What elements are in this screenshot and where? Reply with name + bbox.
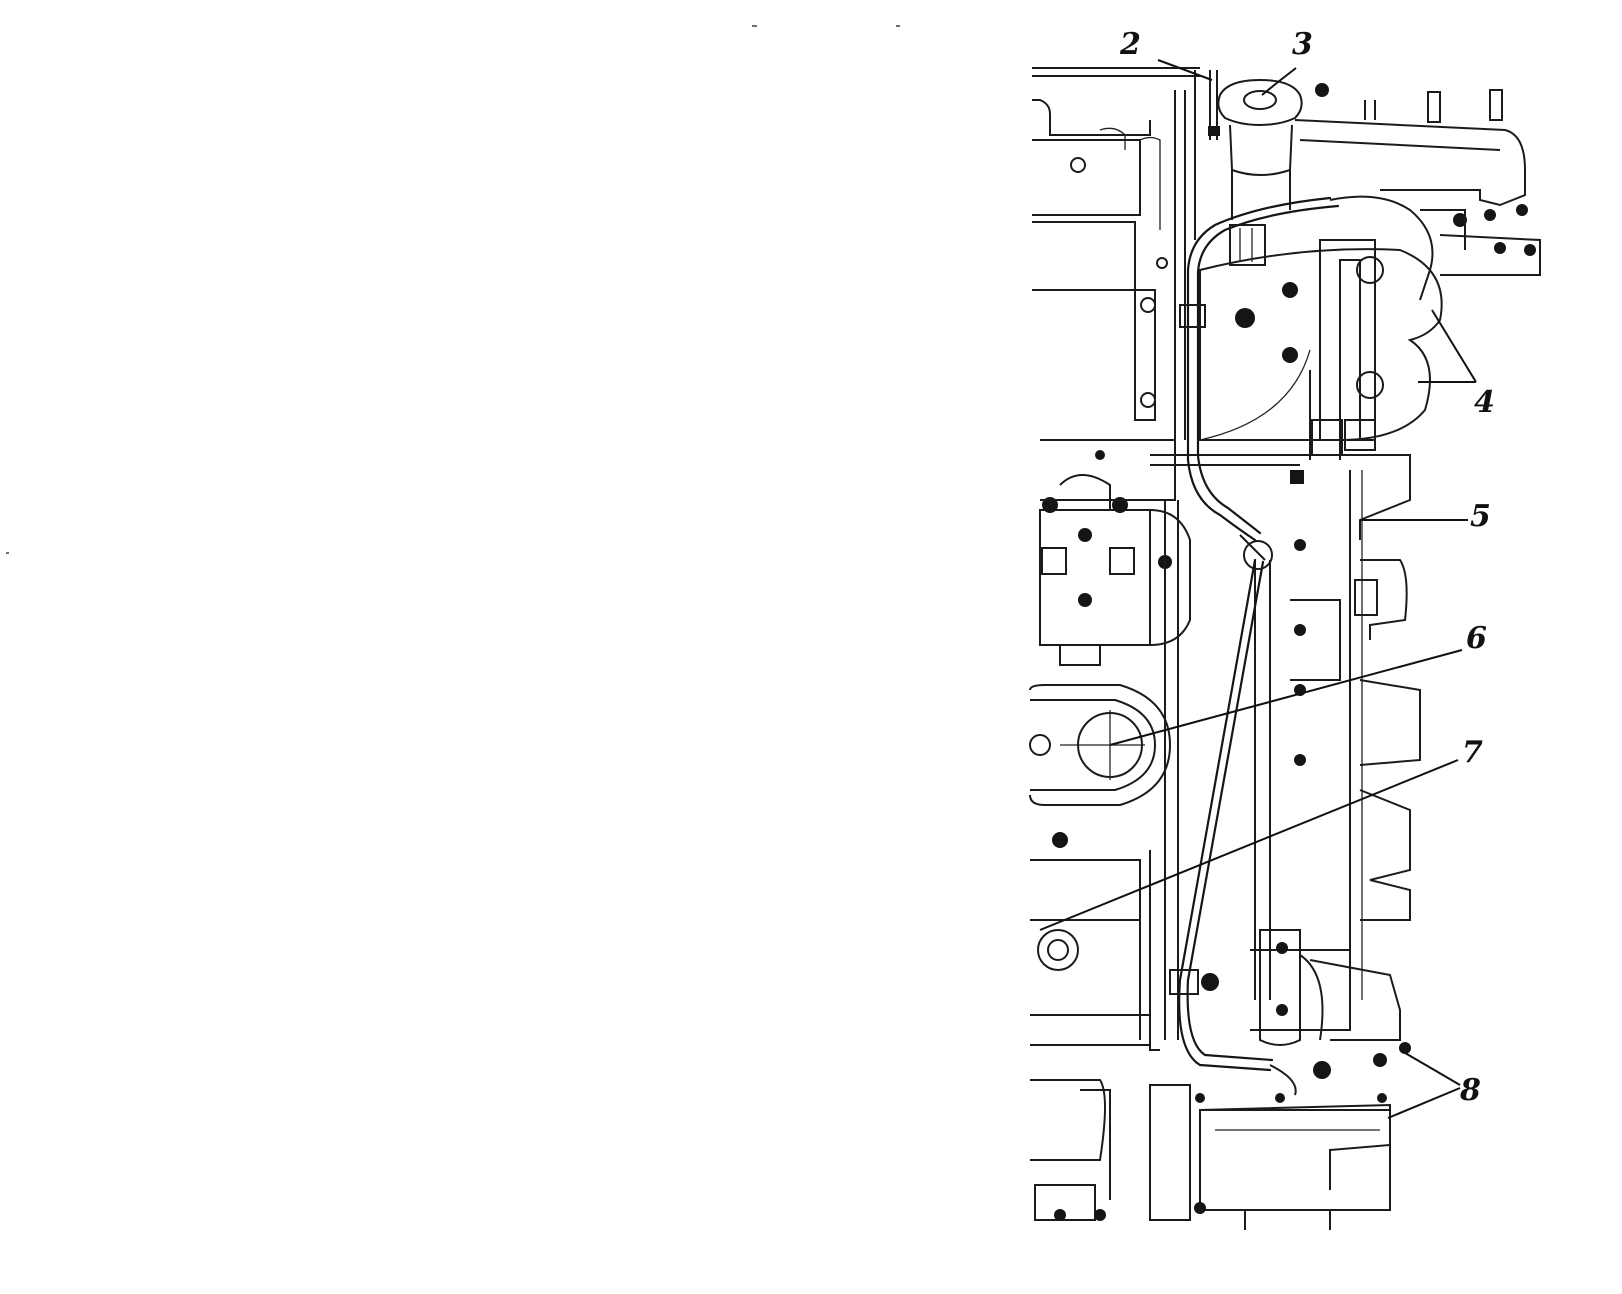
right-flanges xyxy=(1250,454,1421,1031)
lower-bracket xyxy=(1259,929,1401,1096)
callout-3: 3 xyxy=(1292,27,1313,62)
fuel-filter-housings xyxy=(1199,195,1443,460)
leader-lines xyxy=(1039,59,1477,1119)
engine-block-left xyxy=(1032,67,1200,440)
pump-housing xyxy=(1039,439,1191,666)
oil-pan xyxy=(1149,1042,1411,1230)
filler-cap-assembly xyxy=(1208,70,1329,220)
callout-5: 5 xyxy=(1470,499,1491,534)
callout-2: 2 xyxy=(1120,27,1141,62)
lower-left-block xyxy=(1030,832,1151,1221)
stray-marks xyxy=(6,25,900,554)
callout-7: 7 xyxy=(1462,735,1483,770)
rocker-cover xyxy=(1294,89,1541,276)
callout-6: 6 xyxy=(1466,621,1487,656)
fuel-pipe-upper xyxy=(1150,196,1370,542)
callout-4: 4 xyxy=(1474,385,1495,420)
oil-filler-oval xyxy=(1029,684,1172,806)
callout-8: 8 xyxy=(1460,1073,1481,1108)
fuel-pipe-lower xyxy=(1169,534,1274,1072)
